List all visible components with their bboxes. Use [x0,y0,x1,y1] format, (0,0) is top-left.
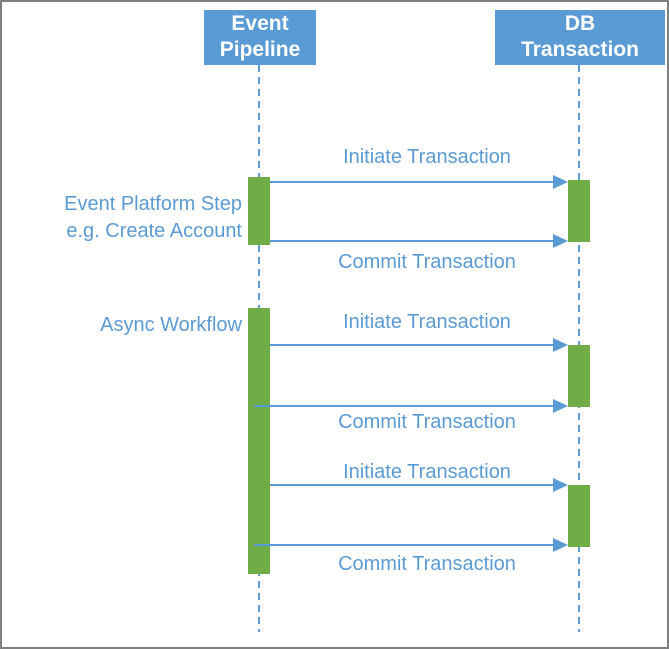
activation-bar-db-transaction-2 [568,345,590,407]
arrowhead-right-icon [553,234,568,248]
message-arrow-initiate-2 [270,344,556,346]
activation-bar-db-transaction-3 [568,485,590,547]
message-label-initiate-2: Initiate Transaction [343,311,511,333]
arrowhead-right-icon [553,399,568,413]
arrowhead-right-icon [553,175,568,189]
actor-db-transaction-line1: DB [564,12,596,35]
annotation-event-platform-step: Event Platform Step e.g. Create Account [18,191,242,245]
actor-db-transaction-line2: Transaction [521,38,639,61]
message-label-initiate-1: Initiate Transaction [343,146,511,168]
actor-event-pipeline: Event Pipeline [204,10,316,65]
arrowhead-right-icon [553,338,568,352]
message-arrow-commit-2 [254,405,556,407]
annotation-line1: Event Platform Step [64,193,242,215]
message-arrow-initiate-1 [270,181,556,183]
activation-bar-event-step [248,177,270,245]
message-label-commit-2: Commit Transaction [338,411,516,433]
message-arrow-commit-3 [254,544,556,546]
arrowhead-right-icon [553,538,568,552]
actor-event-pipeline-line1: Event [231,12,289,35]
message-label-initiate-3: Initiate Transaction [343,461,511,483]
message-label-commit-3: Commit Transaction [338,553,516,575]
actor-event-pipeline-line2: Pipeline [219,38,301,61]
activation-bar-db-transaction-1 [568,180,590,242]
actor-db-transaction: DB Transaction [495,10,665,65]
message-label-commit-1: Commit Transaction [338,251,516,273]
activation-bar-async-workflow [248,308,270,574]
annotation-async-workflow: Async Workflow [18,312,242,339]
annotation-line2: e.g. Create Account [66,220,242,242]
message-arrow-commit-1 [270,240,556,242]
message-arrow-initiate-3 [270,484,556,486]
arrowhead-right-icon [553,478,568,492]
annotation-line1: Async Workflow [100,314,242,336]
